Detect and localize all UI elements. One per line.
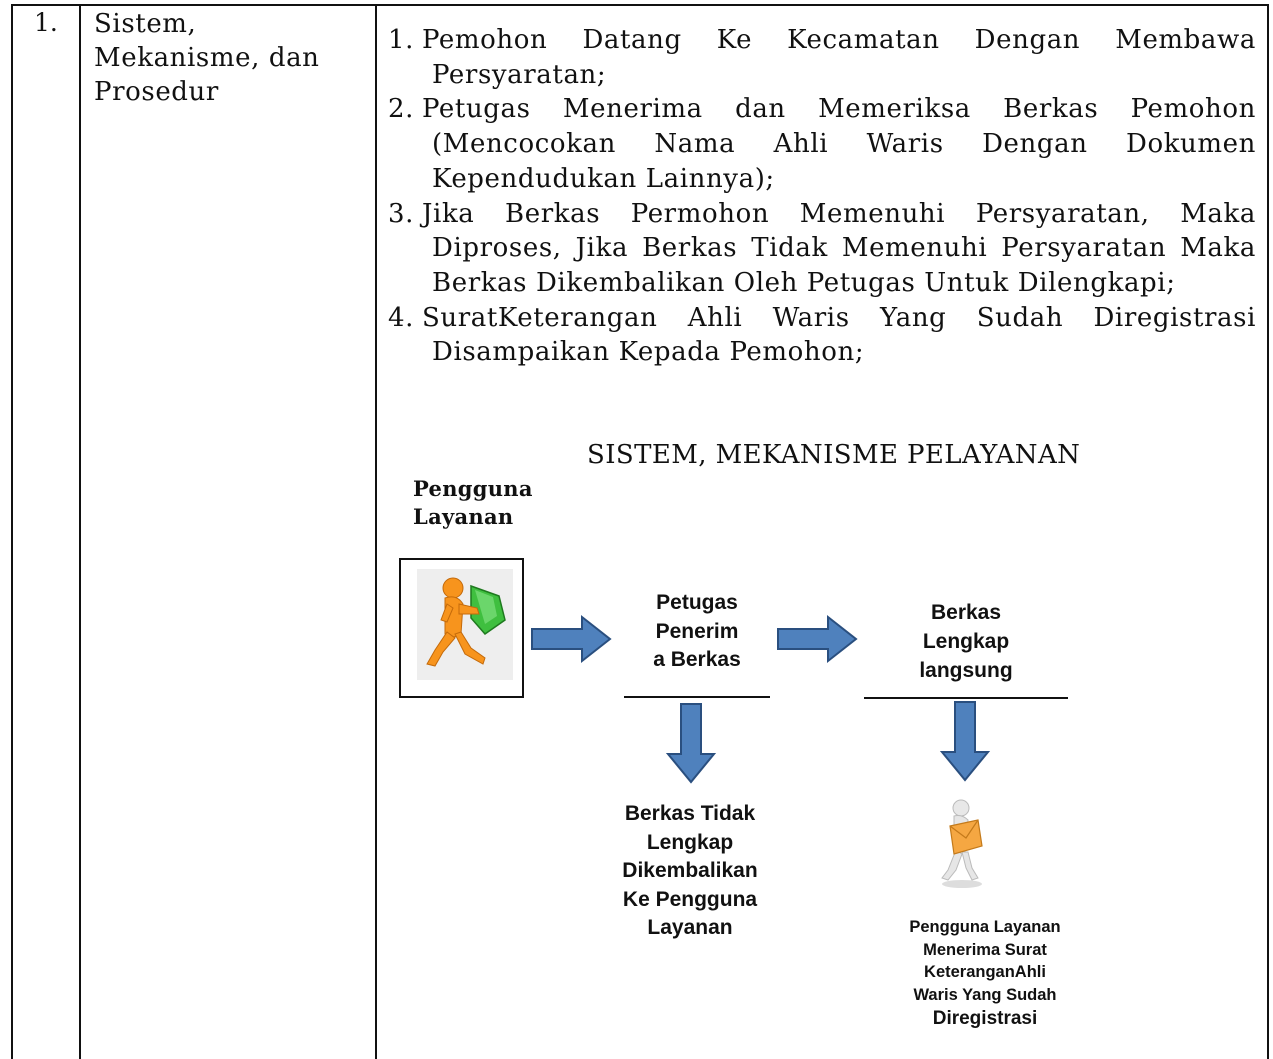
tidak-lengkap-line: Berkas Tidak <box>624 802 756 825</box>
step-text: Petugas Menerima dan Memeriksa Berkas Pe… <box>422 94 1256 194</box>
petugas-penerima-berkas-box: Petugas Penerim a Berkas <box>624 589 770 675</box>
berkas-lengkap-line: Lengkap <box>922 630 1010 653</box>
step-text: Jika Berkas Permohon Memenuhi Persyarata… <box>422 198 1256 298</box>
petugas-line: Penerim <box>655 619 739 643</box>
tidak-lengkap-line: Ke Pengguna <box>622 887 758 911</box>
tidak-lengkap-line: Lengkap <box>646 830 734 854</box>
procedure-step: 2. Petugas Menerima dan Memeriksa Berkas… <box>388 92 1256 196</box>
step-number: 1. <box>388 25 415 55</box>
diagram-title: SISTEM, MEKANISME PELAYANAN <box>587 440 1081 470</box>
table-border-right <box>1267 4 1269 1059</box>
berkas-tidak-lengkap-text: Berkas Tidak Lengkap Dikembalikan Ke Pen… <box>590 800 790 943</box>
berkas-lengkap-box: Berkas Lengkap langsung di <box>880 598 1052 688</box>
column-divider-1 <box>79 4 81 1059</box>
procedure-step: 1. Pemohon Datang Ke Kecamatan Dengan Me… <box>388 23 1256 92</box>
row-number: 1. <box>34 8 58 37</box>
pengguna-menerima-surat-text: Pengguna Layanan Menerima Surat Keterang… <box>880 916 1090 1032</box>
arrow-down-icon <box>939 701 991 782</box>
step-number: 3. <box>388 198 415 229</box>
column-divider-2 <box>375 4 377 1059</box>
tidak-lengkap-line: Layanan <box>647 916 733 939</box>
pengguna-layanan-label: Pengguna Layanan <box>413 475 533 531</box>
procedure-list: 1. Pemohon Datang Ke Kecamatan Dengan Me… <box>388 23 1256 370</box>
step-text: SuratKeterangan Ahli Waris Yang Sudah Di… <box>422 302 1256 368</box>
berkas-lengkap-line: Berkas <box>930 601 1002 624</box>
table-border-top <box>11 4 1269 6</box>
pengguna-label-line: Layanan <box>413 504 514 529</box>
penerima-line: Pengguna Layanan <box>909 918 1061 936</box>
step-text: Pemohon Datang Ke Kecamatan Dengan Memba… <box>422 25 1256 90</box>
pengguna-label-line: Pengguna <box>413 476 533 501</box>
berkas-lengkap-line: di <box>880 685 1052 688</box>
penerima-line: Waris Yang Sudah <box>913 985 1057 1004</box>
penerima-line: KeteranganAhli <box>924 963 1046 981</box>
person-receiving-envelope-icon <box>941 799 983 888</box>
arrow-down-icon <box>665 703 717 784</box>
row-topic: Sistem, Mekanisme, dan Prosedur <box>94 9 320 107</box>
arrow-right-icon <box>777 614 858 664</box>
arrow-right-icon <box>531 614 612 664</box>
table-border-left <box>11 4 13 1059</box>
petugas-line: Petugas <box>656 591 738 614</box>
penerima-line: Diregistrasi <box>932 1008 1038 1029</box>
petugas-line: a Berkas <box>653 648 741 671</box>
person-carrying-folder-icon <box>426 577 506 667</box>
step-number: 2. <box>388 94 415 125</box>
berkas-lengkap-underline <box>864 697 1068 699</box>
penerima-line: Menerima Surat <box>923 940 1047 959</box>
tidak-lengkap-line: Dikembalikan <box>622 859 758 882</box>
petugas-underline <box>624 696 770 698</box>
procedure-step: 3. Jika Berkas Permohon Memenuhi Persyar… <box>388 197 1256 301</box>
procedure-step: 4. SuratKeterangan Ahli Waris Yang Sudah… <box>388 301 1256 370</box>
pengguna-image-frame <box>399 558 524 698</box>
berkas-lengkap-line: langsung <box>919 659 1013 682</box>
step-number: 4. <box>388 302 415 333</box>
